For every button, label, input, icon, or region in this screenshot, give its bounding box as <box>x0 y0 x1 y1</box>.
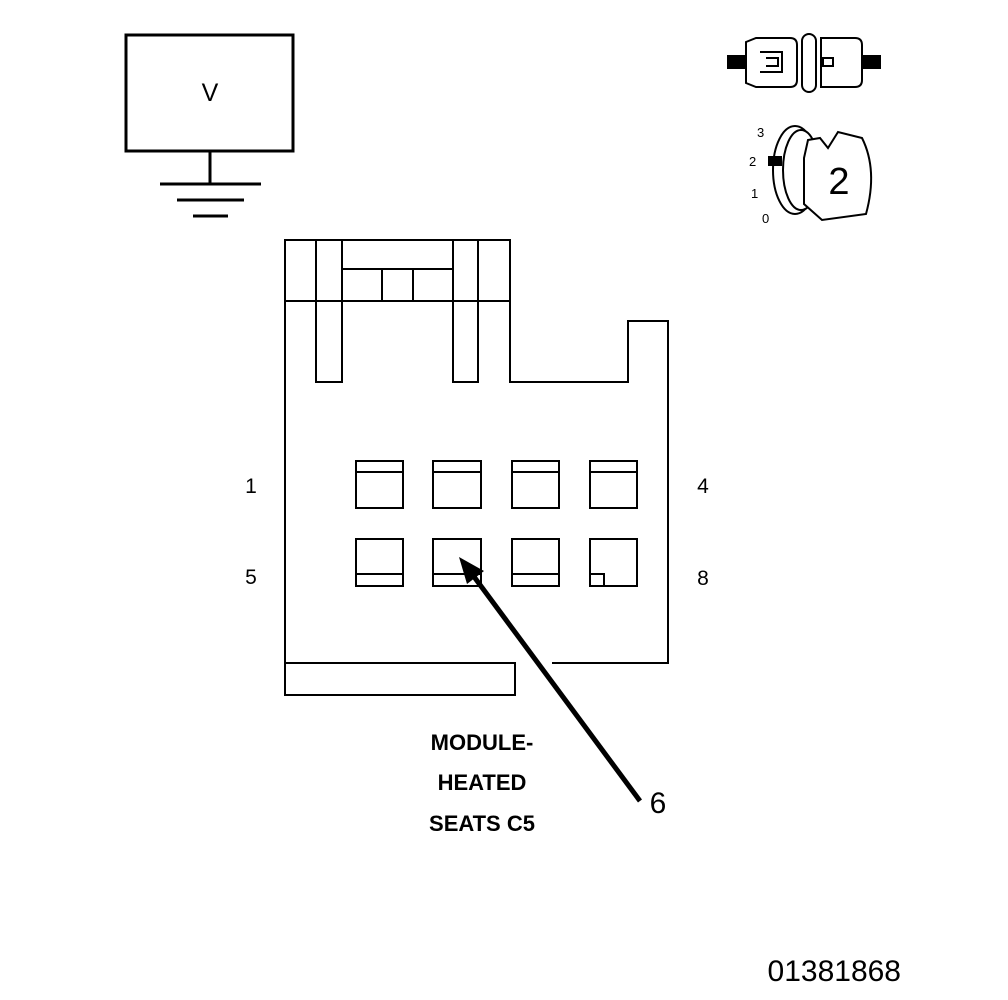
pin-5-cavity <box>355 538 404 587</box>
ignition-key-icon: 3 2 1 0 2 <box>749 125 873 226</box>
pin-8-cavity <box>589 538 638 587</box>
key-scale-2: 2 <box>749 154 756 169</box>
figure-id: 01381868 <box>768 955 901 988</box>
connector-name-line-2: HEATED <box>438 770 527 795</box>
key-position: 2 <box>828 161 849 203</box>
voltmeter-label: V <box>202 79 219 107</box>
connector-name: MODULE- HEATED SEATS C5 <box>429 730 535 836</box>
connector-name-line-3: SEATS C5 <box>429 811 535 836</box>
pin-label-1: 1 <box>245 475 257 498</box>
pin-cavities <box>355 460 638 587</box>
pin-4-cavity <box>589 460 638 509</box>
pin-3-cavity <box>511 460 560 509</box>
key-scale-3: 3 <box>757 125 764 140</box>
pin-2-cavity <box>432 460 482 509</box>
arrow-icon <box>459 557 643 803</box>
pin-label-4: 4 <box>697 475 709 498</box>
pin-label-5: 5 <box>245 566 257 589</box>
voltmeter-icon: V <box>124 33 295 153</box>
key-scale-1: 1 <box>751 186 758 201</box>
connector-housing <box>284 239 669 696</box>
connector-name-line-1: MODULE- <box>431 730 534 755</box>
ground-icon <box>160 151 261 218</box>
key-scale-0: 0 <box>762 211 769 226</box>
callout-number: 6 <box>650 787 667 820</box>
pin-label-8: 8 <box>697 567 709 590</box>
pin-1-cavity <box>355 460 404 509</box>
pin-7-cavity <box>511 538 560 587</box>
connector-disconnected-icon <box>727 33 881 93</box>
